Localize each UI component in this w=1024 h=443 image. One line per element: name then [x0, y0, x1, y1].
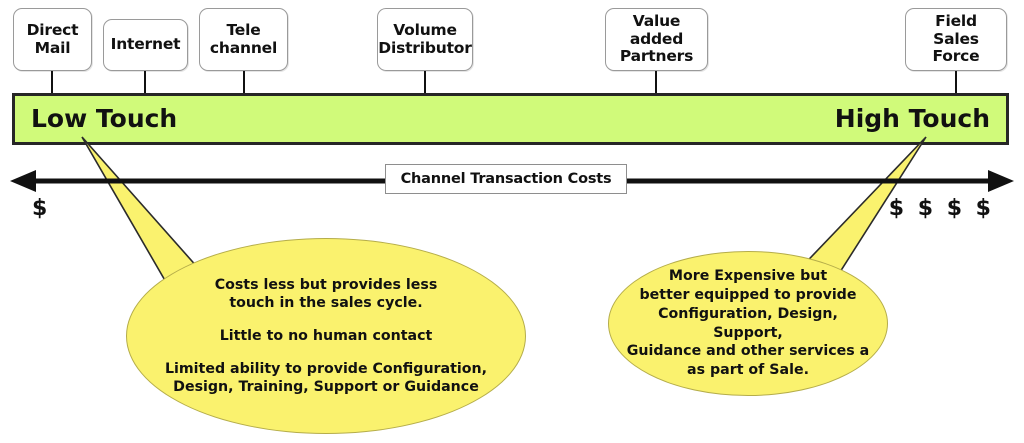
low-touch-label: Low Touch — [31, 103, 178, 133]
channel-box-internet[interactable]: Internet — [103, 19, 188, 71]
cost-axis-label-box: Channel Transaction Costs — [385, 164, 627, 194]
channel-box-tele-channel[interactable]: Tele channel — [199, 8, 288, 71]
callout-low-touch: Costs less but provides less touch in th… — [126, 238, 526, 434]
touch-spectrum-bar: Low Touch High Touch — [12, 93, 1009, 145]
channel-label-line: Volume — [393, 21, 457, 40]
channel-label-line: Sales Force — [932, 29, 980, 66]
connector-tele-channel — [243, 71, 246, 95]
channel-label-line: Value added — [629, 12, 684, 48]
channel-label-line: channel — [209, 38, 278, 57]
channel-box-volume-distributor[interactable]: Volume Distributor — [377, 8, 473, 71]
connector-internet — [144, 71, 147, 95]
callout-paragraph: Costs less but provides less touch in th… — [214, 276, 438, 311]
high-touch-label: High Touch — [834, 103, 990, 133]
channel-label-line: Internet — [110, 35, 181, 54]
channel-label-line: Distributor — [378, 38, 472, 57]
channel-label-line: Direct — [26, 21, 79, 40]
connector-field-sales-force — [955, 71, 958, 95]
arrowhead-right — [988, 170, 1014, 192]
channel-box-direct-mail[interactable]: Direct Mail — [13, 8, 92, 71]
channel-box-field-sales-force[interactable]: Field Sales Force — [905, 8, 1007, 71]
channel-label-line: Tele — [226, 21, 261, 40]
arrowhead-left — [10, 170, 36, 192]
connector-volume-distributor — [424, 71, 427, 95]
cost-axis-label: Channel Transaction Costs — [400, 171, 612, 187]
channel-label-line: Field — [935, 12, 977, 31]
channel-label-line: Mail — [34, 38, 71, 57]
channel-label-line: Partners — [619, 47, 694, 66]
callout-paragraph: More Expensive but better equipped to pr… — [626, 267, 870, 379]
callout-paragraph: Little to no human contact — [219, 327, 433, 344]
channel-box-value-added-partners[interactable]: Value added Partners — [605, 8, 708, 71]
connector-direct-mail — [51, 71, 54, 95]
callout-high-touch: More Expensive but better equipped to pr… — [608, 251, 888, 396]
low-cost-marker: $ — [32, 196, 51, 221]
high-cost-marker: $ $ $ $ — [888, 196, 994, 221]
connector-value-added-partners — [655, 71, 658, 95]
callout-paragraph: Limited ability to provide Configuration… — [164, 361, 488, 396]
